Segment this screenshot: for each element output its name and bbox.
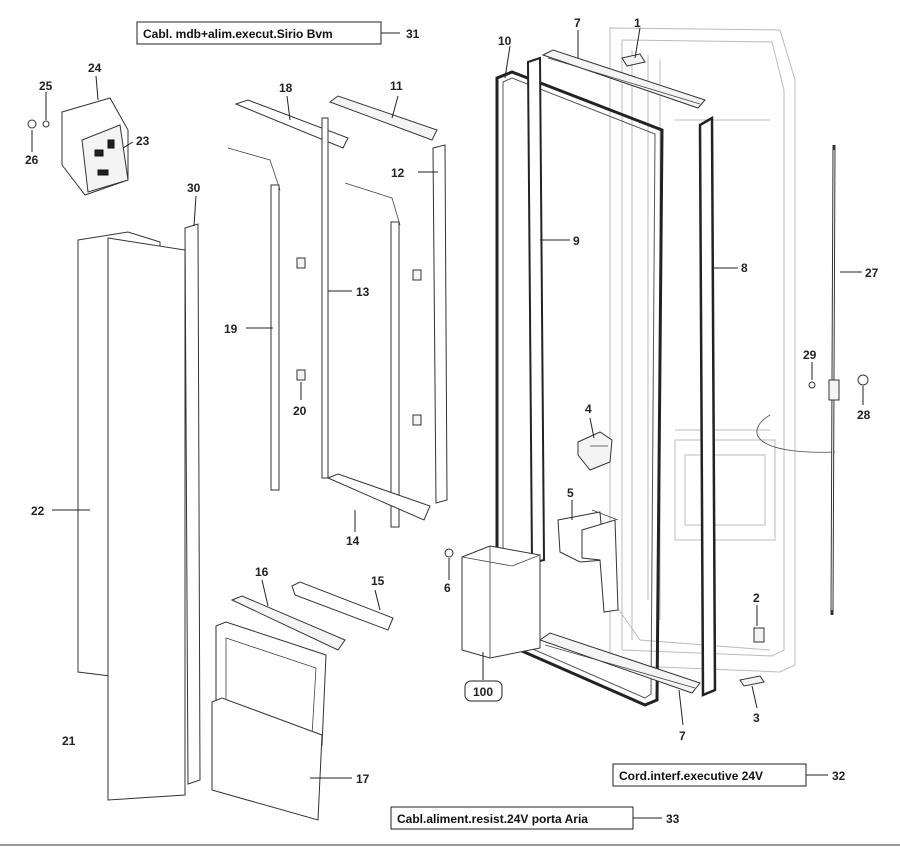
part-number-16: 16 [255,565,269,579]
rotation-arrow-icon [756,414,836,453]
part-number-30: 30 [187,181,201,195]
cable-label-32-text: Cord.interf.executive 24V [619,769,763,783]
part-number-9: 9 [573,234,580,248]
part-number-21: 21 [62,734,76,748]
part-number-29: 29 [803,348,817,362]
part-9-gasket-strip [526,56,546,565]
part-20-clip-b [296,369,306,381]
part-number-7-bottom: 7 [679,729,686,743]
part-number-27: 27 [865,266,879,280]
part-100-label-box [464,680,503,702]
cable-label-33: Cabl.aliment.resist.24V porta Aria [390,806,634,830]
part-number-33: 33 [666,812,680,826]
part-13-heater [344,182,401,528]
part-23-pcb-board [81,124,129,193]
part-2-latch [753,627,765,643]
part-number-20: 20 [293,404,307,418]
part-12-upright [412,144,448,504]
part-17-panel [211,621,327,821]
part-number-11: 11 [390,79,403,93]
cable-label-31-text: Cabl. mdb+alim.execut.Sirio Bvm [143,27,333,41]
part-20-clip-a [296,257,306,269]
part-number-28: 28 [857,408,871,422]
part-number-100: 100 [473,685,493,699]
cable-label-31: Cabl. mdb+alim.execut.Sirio Bvm [136,21,382,45]
part-25-fastener [42,120,50,128]
part-28-washer [857,374,869,386]
part-4-bracket [577,431,613,471]
part-15-tray [291,581,394,631]
part-18-plate [234,99,349,149]
part-7-bottom-rail [538,632,701,694]
cable-label-32: Cord.interf.executive 24V [612,763,807,787]
part-number-4: 4 [585,402,592,416]
part-number-12: 12 [391,166,405,180]
part-number-3: 3 [753,711,760,725]
part-number-24: 24 [88,61,102,75]
part-3-clip [739,675,765,687]
leader-lines [31,27,864,819]
part-number-31: 31 [406,27,420,41]
part-number-6: 6 [444,581,451,595]
part-21-panel [107,237,186,801]
part-19-heater [227,147,281,491]
part-number-14: 14 [346,534,360,548]
cable-label-33-text: Cabl.aliment.resist.24V porta Aria [397,812,588,826]
part-5-bracket [557,509,619,613]
part-number-18: 18 [279,81,293,95]
part-number-7-top: 7 [574,16,581,30]
part-number-17: 17 [356,772,370,786]
part-6-screw [444,548,454,558]
part-number-8: 8 [741,261,748,275]
part-number-26: 26 [25,153,39,167]
part-number-1: 1 [634,16,641,30]
part-100-box [461,545,541,659]
part-number-23: 23 [136,134,150,148]
part-number-labels: 1 2 3 4 5 6 7 7 8 9 10 11 12 13 14 15 16… [25,16,879,826]
part-number-32: 32 [832,769,846,783]
part-26-fastener [27,119,37,129]
part-7-top-rail [541,49,706,109]
part-30-strip [184,223,201,785]
part-number-10: 10 [498,34,512,48]
part-16-frame [230,595,346,651]
part-13-tube [321,117,329,479]
part-11-rail [328,95,438,141]
part-8-gasket [698,115,717,697]
part-14-rail [326,473,431,521]
part-number-13: 13 [356,285,370,299]
part-29-pin [808,381,816,389]
part-27-rod [828,144,840,616]
part-number-25: 25 [39,79,53,93]
part-1-bracket [621,53,646,67]
part-number-22: 22 [31,504,45,518]
part-number-5: 5 [567,486,574,500]
part-number-2: 2 [753,591,760,605]
part-number-19: 19 [224,322,238,336]
part-number-15: 15 [371,574,385,588]
